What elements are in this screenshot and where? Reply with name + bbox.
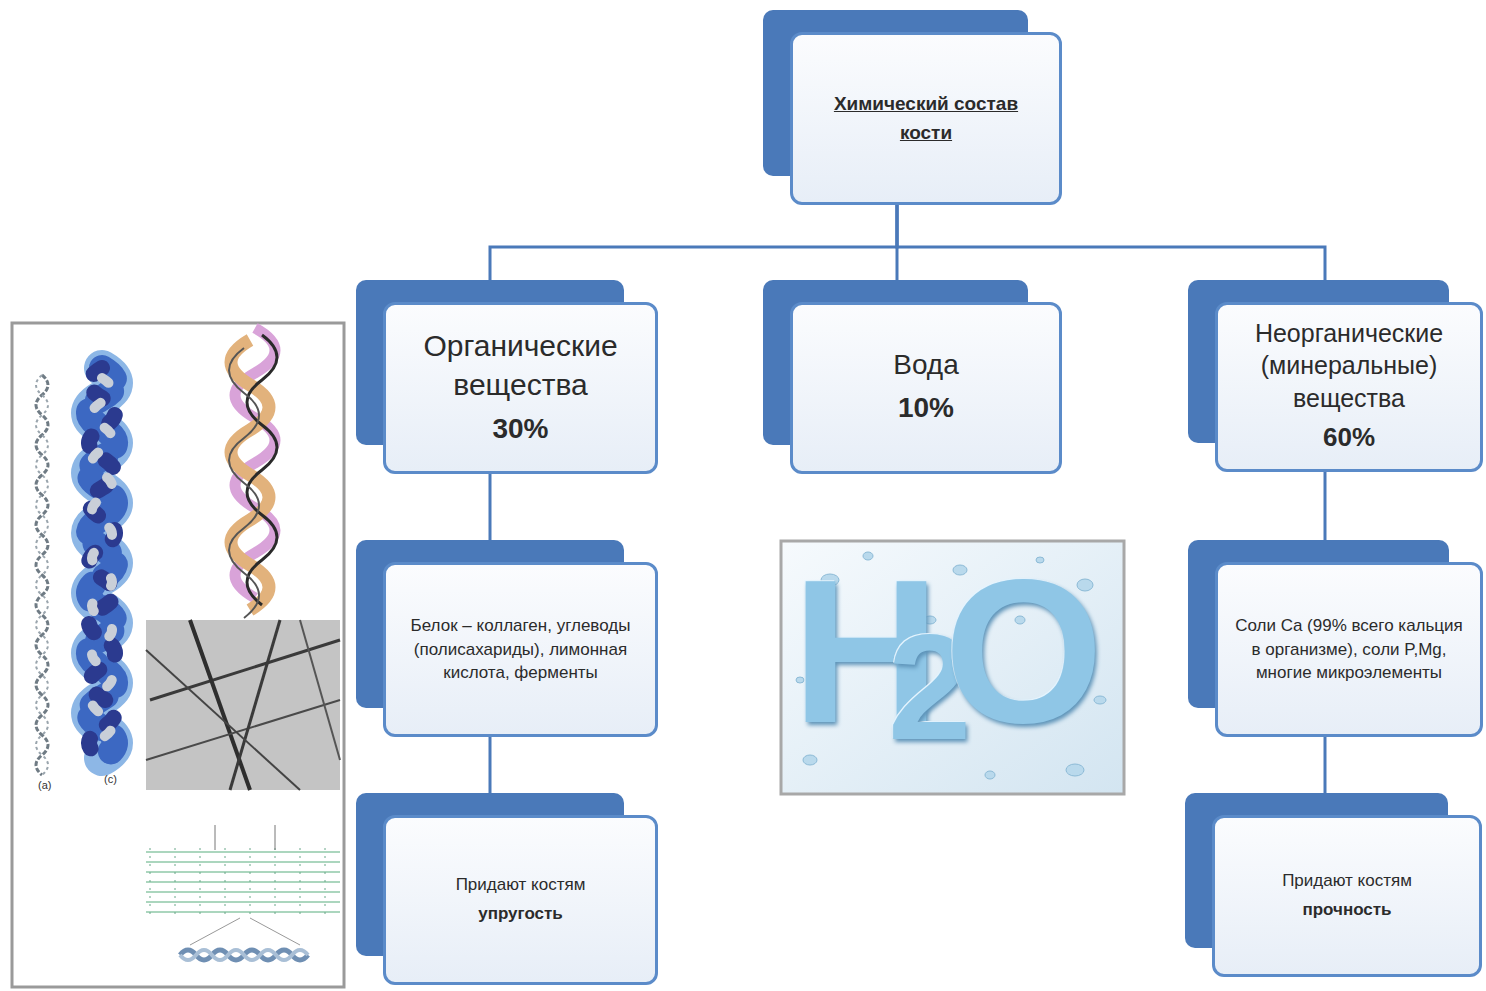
- title-box: Химический состав кости: [790, 32, 1062, 205]
- category-box: Неорганические (минеральные) вещества60%: [1215, 302, 1483, 472]
- property-box: Придают костям упругость: [383, 815, 658, 985]
- text-group: Органические вещества30%: [398, 326, 643, 450]
- text-group: Химический состав кости: [815, 90, 1037, 147]
- box-subtext: прочность: [1302, 897, 1391, 923]
- content-box: Белок – коллаген, углеводы (полисахариды…: [383, 562, 658, 737]
- text-group: Придают костям прочность: [1282, 869, 1412, 922]
- box-text: Органические вещества: [398, 326, 643, 404]
- text-group: Вода 10%: [893, 347, 959, 429]
- box-subtext: 60%: [1323, 418, 1375, 457]
- box-subtext: 30%: [492, 408, 548, 450]
- content-box: Соли Ca (99% всего кальция в организме),…: [1215, 562, 1483, 737]
- box-face: [383, 815, 658, 985]
- box-text: Соли Ca (99% всего кальция в организме),…: [1231, 614, 1467, 685]
- box-subtext: упругость: [478, 901, 563, 927]
- category-box: Вода 10%: [790, 302, 1062, 474]
- box-text: Придают костям: [456, 873, 586, 897]
- formula-letter: O: [944, 548, 1103, 753]
- box-text: Придают костям: [1282, 869, 1412, 893]
- text-group: Соли Ca (99% всего кальция в организме),…: [1231, 614, 1467, 685]
- box-text: Неорганические (минеральные) вещества: [1227, 317, 1471, 415]
- figure-part-label: (c): [104, 774, 117, 785]
- category-box: Органические вещества30%: [383, 302, 658, 474]
- box-face: [790, 32, 1062, 205]
- box-subtext: 10%: [898, 387, 954, 429]
- water-picture: [781, 541, 1124, 794]
- text-group: Неорганические (минеральные) вещества60%: [1227, 317, 1471, 458]
- text-group: Белок – коллаген, углеводы (полисахариды…: [401, 614, 641, 685]
- figure-part-label: (a): [38, 780, 51, 791]
- property-box: Придают костям прочность: [1212, 815, 1482, 977]
- box-face: [790, 302, 1062, 474]
- box-text: Вода: [893, 347, 959, 383]
- box-face: [1212, 815, 1482, 977]
- box-text: Химический состав кости: [815, 90, 1037, 147]
- box-text: Белок – коллаген, углеводы (полисахариды…: [401, 614, 641, 685]
- text-group: Придают костям упругость: [456, 873, 586, 926]
- collagen-illustration: [12, 323, 344, 987]
